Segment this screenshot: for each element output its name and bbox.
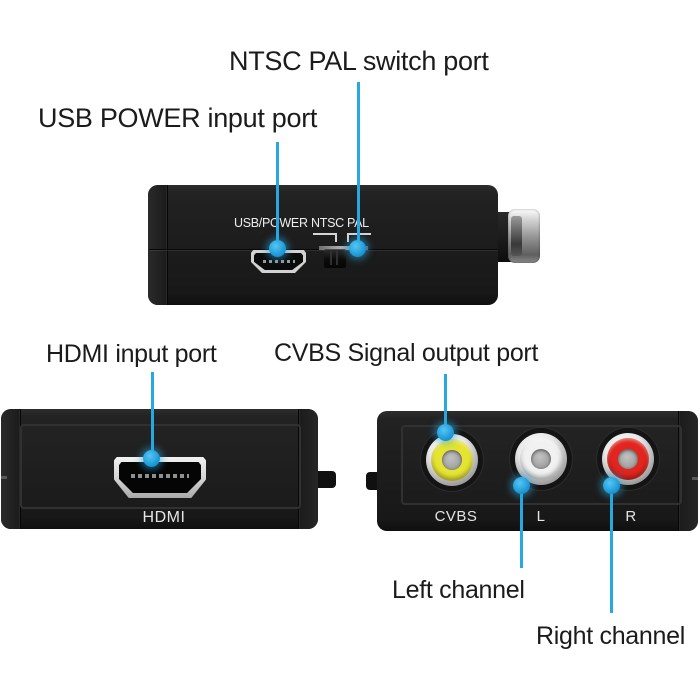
usb-power-port-label: USB/POWER <box>234 216 308 230</box>
cvbs-jack-hole <box>442 450 462 470</box>
left-audio-jack <box>515 433 567 485</box>
usb-power-label: USB POWER input port <box>38 103 318 133</box>
right-jack-hole <box>618 449 638 469</box>
cvbs-pointer-line <box>444 374 447 432</box>
back-view-cap-notch <box>692 477 698 480</box>
left-channel-label: Left channel <box>392 576 525 604</box>
hdmi-port-label: HDMI <box>142 509 186 526</box>
right-channel-label: Right channel <box>536 622 685 650</box>
left-channel-pointer-line <box>520 485 523 568</box>
usb-power-pointer-dot <box>269 240 286 257</box>
hdmi-input-label: HDMI input port <box>46 340 217 368</box>
right-audio-jack <box>602 433 654 485</box>
rca-side-jack-groove <box>511 216 522 256</box>
hdmi-port <box>114 457 206 498</box>
ntsc-pal-switch-label: NTSC PAL switch port <box>229 46 489 76</box>
hdmi-pins <box>131 474 189 478</box>
ntsc-pal-switch <box>324 249 346 268</box>
right-channel-pointer-dot <box>603 477 620 494</box>
mini-usb-port <box>251 250 306 273</box>
back-view-recessed-panel <box>401 425 682 505</box>
front-view-right-cap <box>298 409 318 529</box>
hdmi-pointer-line <box>151 372 154 458</box>
front-view-cap-notch <box>1 476 7 479</box>
back-view-side-button <box>366 472 379 490</box>
ntsc-marking: NTSC <box>311 216 344 230</box>
ntsc-pal-pointer-dot <box>349 240 366 257</box>
rca-side-jack <box>508 209 540 263</box>
cvbs-jack-label: CVBS <box>434 508 478 525</box>
l-jack-label: L <box>536 508 546 525</box>
switch-ridge <box>336 251 338 265</box>
back-view-right-cap <box>678 411 698 531</box>
ntsc-position-bracket <box>313 233 337 242</box>
front-view-recessed-panel <box>20 424 301 509</box>
hdmi-pointer-dot <box>143 450 160 467</box>
mini-usb-pins <box>263 260 295 263</box>
left-jack-hole <box>531 449 551 469</box>
side-view-end-cap <box>148 185 168 305</box>
usb-power-pointer-line <box>276 142 279 248</box>
right-channel-pointer-line <box>610 485 613 613</box>
left-channel-pointer-dot <box>513 477 530 494</box>
ntsc-pal-pointer-line <box>357 82 360 248</box>
converter-back-view: CVBS L R <box>377 411 698 531</box>
cvbs-video-jack <box>426 434 478 486</box>
cvbs-output-label: CVBS Signal output port <box>274 339 539 367</box>
front-view-side-button <box>316 471 336 488</box>
r-jack-label: R <box>625 508 637 525</box>
switch-slot <box>319 246 368 250</box>
converter-side-view: USB/POWER NTSC PAL <box>148 185 498 305</box>
converter-front-view: HDMI <box>1 409 318 529</box>
switch-ridge <box>330 251 332 265</box>
cvbs-pointer-dot <box>437 424 454 441</box>
front-view-left-cap <box>1 409 21 529</box>
